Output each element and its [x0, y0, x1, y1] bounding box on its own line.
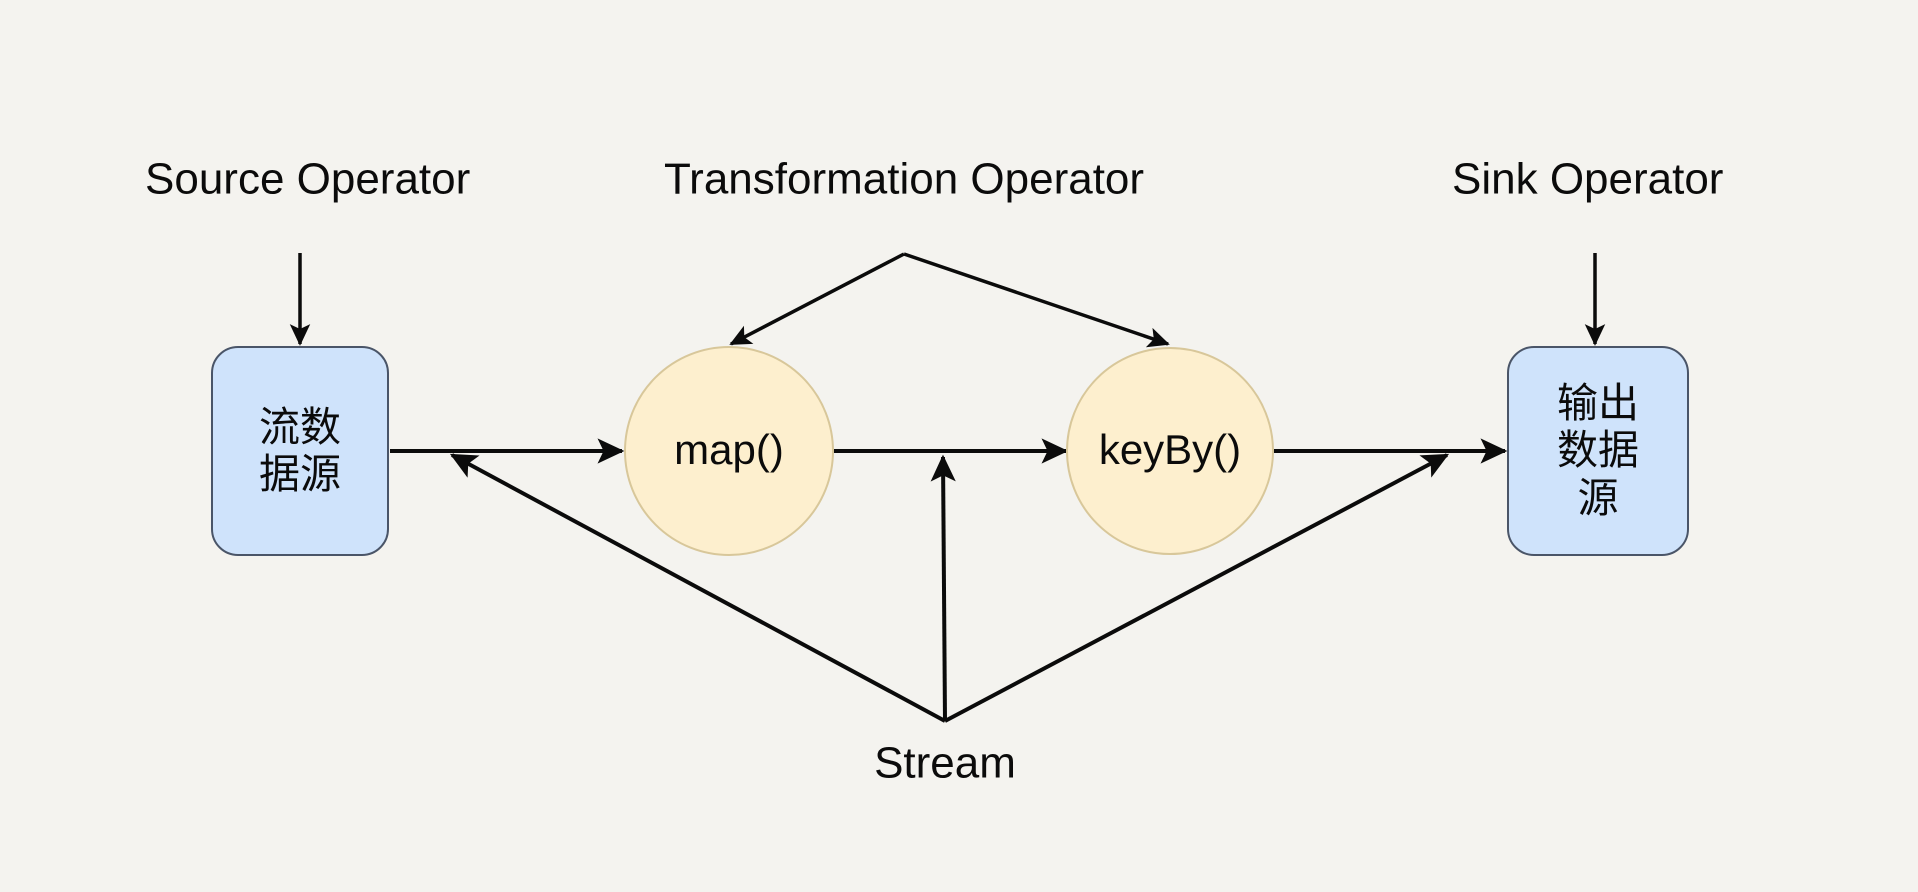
node-keyby-label: keyBy() — [1099, 426, 1241, 473]
node-keyby-circle[interactable] — [1066, 347, 1274, 555]
callout-arrow-transformation-keyby — [903, 252, 1170, 348]
callout-label-transformation-operator: Transformation Operator — [664, 155, 1144, 204]
callout-label-sink-operator: Sink Operator — [1452, 155, 1723, 204]
callout-label-source-operator: Source Operator — [145, 155, 470, 204]
callout-arrow-stream-center — [930, 454, 956, 722]
callout-arrow-stream-right — [944, 453, 1450, 723]
node-source-box[interactable] — [211, 346, 389, 556]
callout-arrow-stream-left — [449, 453, 946, 723]
node-map-circle[interactable] — [624, 346, 834, 556]
node-sink-box[interactable] — [1507, 346, 1689, 556]
callout-label-stream: Stream — [874, 739, 1016, 788]
node-map-label: map() — [674, 426, 784, 473]
callout-arrow-transformation-map — [729, 252, 905, 346]
